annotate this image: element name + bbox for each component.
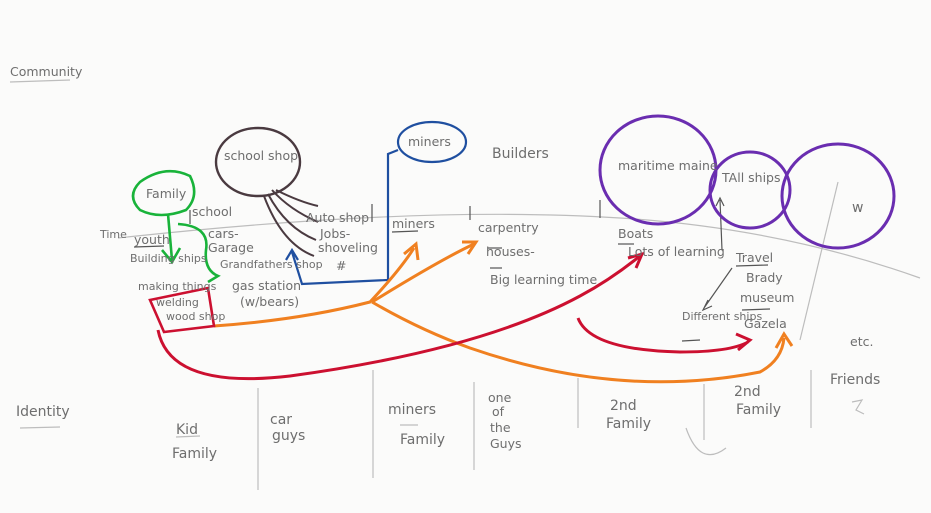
wood-shop: wood shop [166,310,225,323]
identity-2nd-family-a-word: Family [606,416,651,432]
family-group [131,169,221,284]
school-shop-arrow-4 [275,189,319,207]
identity-friends: Friends [830,372,880,388]
school-shop-bubble [214,126,302,198]
school-shop-label: school shop [224,148,298,163]
boats: Boats [618,226,653,241]
gas-station: gas station [232,278,301,293]
museum-underline [741,308,771,311]
identity-2nd-family-b-word: Family [736,402,781,418]
shoveling: shoveling [318,240,378,255]
miners-timeline-underline [391,230,419,233]
miners-timeline: miners [392,216,435,231]
school-shop-arrow-2 [267,193,317,241]
w-bears: (w/bears) [240,294,299,309]
undo-hook-icon [685,427,727,456]
identity-the-guys: Guys [490,436,522,451]
identity-miners-family: Family [400,432,445,448]
hash: # [336,258,346,273]
identity-car: car [270,412,292,428]
w-bubble [780,142,896,250]
youth: youth [134,232,170,247]
garage: Garage [208,240,254,255]
museum: museum [740,290,794,305]
friends-squiggle-icon [851,399,865,415]
identity-guys: guys [272,428,305,444]
identity-of: of [492,404,505,419]
identity-kid-family: Family [172,446,217,462]
identity-underline [19,426,61,429]
red-links [148,251,753,381]
kid-family-underline [175,435,201,438]
pencil-guides [9,79,921,490]
identity-2nd-family-a: 2nd [610,398,637,414]
brady: Brady [746,270,783,285]
time-label: Time [99,228,127,241]
welding: welding [156,296,199,309]
etc: etc. [850,334,873,349]
orange-links [213,240,794,384]
travel: Travel [735,250,773,265]
w-bubble-label: w [852,200,863,216]
builders-label: Builders [492,146,549,162]
travel-underline [735,264,769,267]
school: school [192,204,232,219]
school-shop-arrow-1 [271,189,319,223]
building-ships: Building ships [130,252,207,265]
identity-label: Identity [16,404,70,420]
diagonal-divider [799,181,839,341]
identity-one: one [488,390,512,405]
travel-to-different-ships-arrow-icon [701,267,733,312]
red-to-lots-of-learning [156,251,645,381]
tall-ships-bubble [708,150,792,230]
identity-2nd-family-b: 2nd [734,384,761,400]
red-to-gazela [576,317,753,354]
family-stem [166,213,174,261]
gazela: Gazela [744,316,787,331]
tall-ships-label: TAll ships [721,170,781,185]
orange-to-miners [213,241,420,328]
grandfathers-shop: Grandfathers shop [220,258,323,271]
cars: cars- [208,226,239,241]
carpentry: carpentry [478,220,539,235]
identity-the: the [490,420,511,435]
family-bubble-label: Family [146,186,187,201]
family-bracket [177,222,221,284]
different-ships-underline [681,339,701,342]
school-shop-arrow-3 [263,195,315,257]
lots-of-learning: Lots of learning [628,244,725,259]
big-learning-time: Big learning time [490,272,597,287]
orange-to-gazela [371,300,794,384]
youth-underline [133,245,165,248]
identity-kid: Kid [176,422,198,438]
miners-bubble-label: miners [408,134,451,149]
orange-to-carpentry [371,240,479,304]
timeline-curve [117,213,921,279]
identity-miners: miners [388,402,436,418]
different-ships: Different ships [682,310,762,323]
jobs: Jobs- [319,226,350,241]
community-label: Community [10,64,83,79]
miners-bubble [396,120,468,164]
making-things: making things [138,280,217,293]
community-underline [9,79,71,83]
school-shop-group [214,126,319,257]
houses: houses- [486,244,535,259]
maritime-group [598,114,896,250]
maritime-label: maritime maine [618,158,718,173]
family-bubble [131,169,196,217]
family-arrow-head-icon [161,247,182,265]
auto-shop: Auto shop [306,210,369,225]
travel-to-ships-arrow-icon [715,196,725,251]
welding-box [148,286,216,334]
